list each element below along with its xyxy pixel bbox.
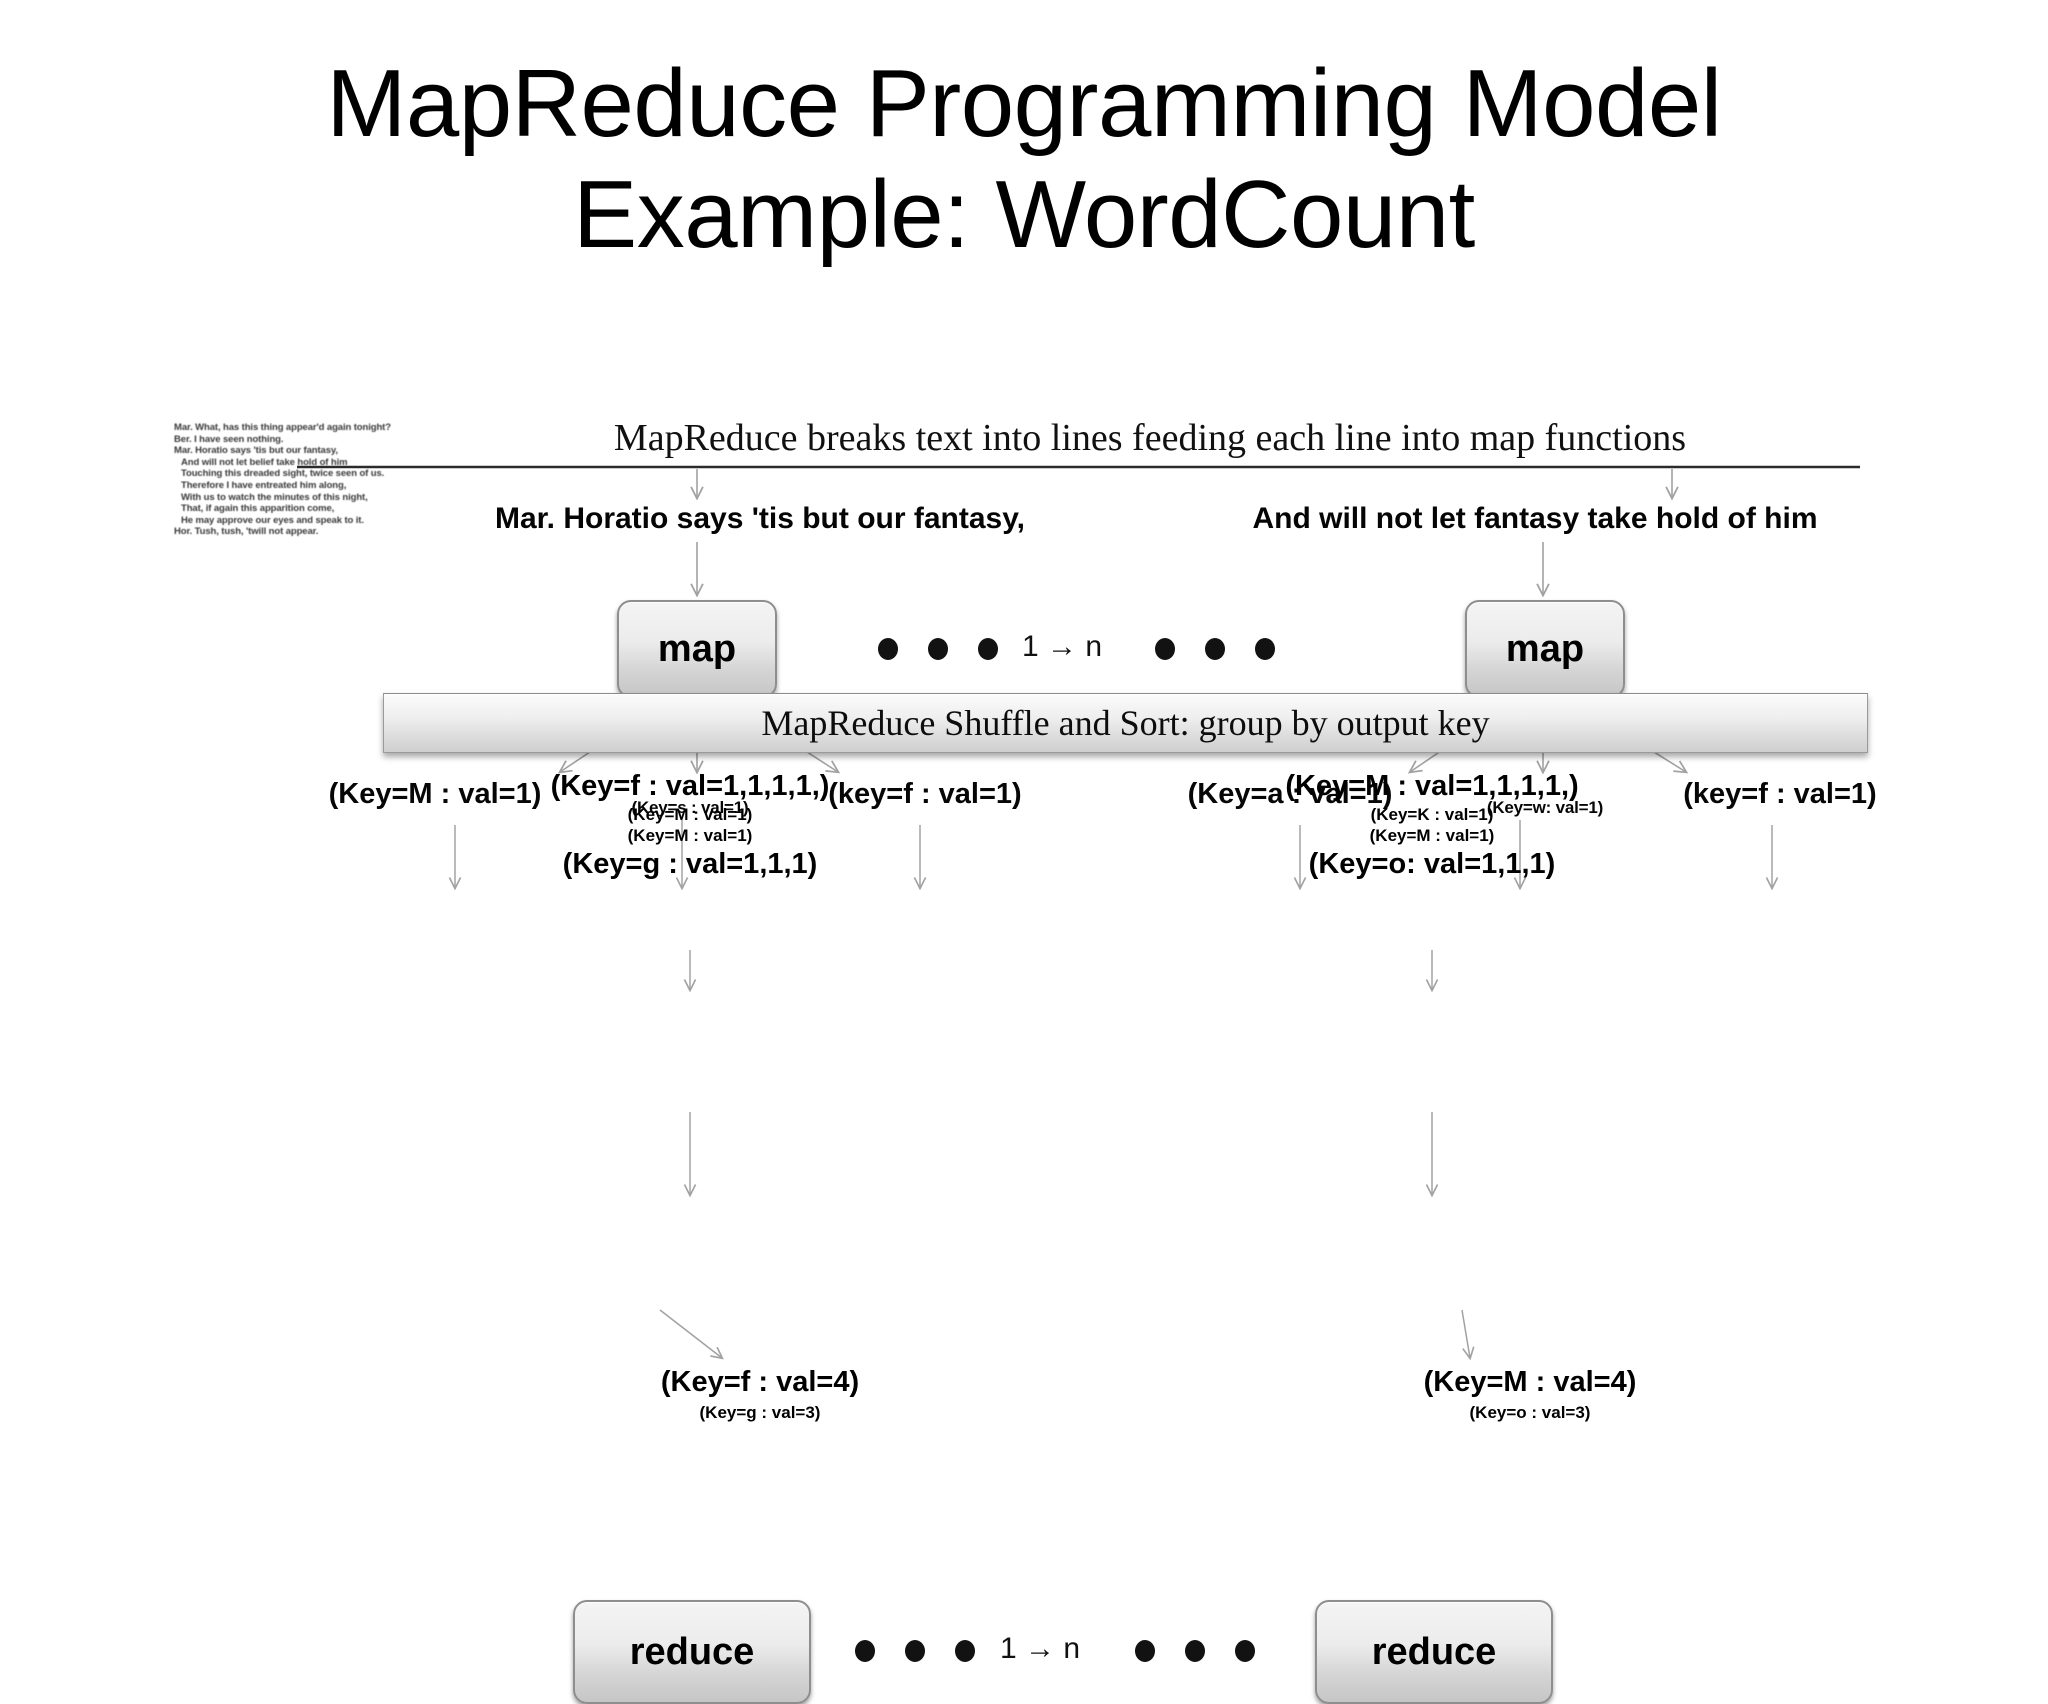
dot: [905, 1640, 925, 1662]
grouped-key-row: (Key=M : val=1): [1369, 826, 1495, 845]
dot: [878, 638, 898, 660]
grouped-key-row: (Key=f : val=1,1,1,1,): [550, 770, 830, 802]
dot: [978, 638, 998, 660]
map-output-right-middle: (Key=w: val=1): [1486, 798, 1604, 817]
map-output-left-last: (key=f : val=1): [828, 778, 1022, 810]
reduce-ellipsis-left: [855, 1640, 975, 1662]
source-text-line: With us to watch the minutes of this nig…: [181, 491, 368, 503]
map-node-left-label: map: [657, 627, 737, 670]
grouped-key-row: (Key=M : val=1): [627, 826, 753, 845]
connector-arrows: [297, 465, 1860, 1490]
source-text-line: Mar. What, has this thing appear'd again…: [174, 422, 391, 433]
grouped-keys-right: (Key=M : val=1,1,1,1,) (Key=K : val=1) (…: [1172, 768, 1692, 882]
reduce-ellipsis-right: [1135, 1640, 1255, 1662]
source-text-line: That, if again this apparition come,: [181, 503, 335, 515]
source-text-line: Hor. Tush, tush, 'twill not appear.: [174, 526, 319, 538]
map-ellipsis-left: [878, 638, 998, 660]
map-output-left-first: (Key=M : val=1): [328, 778, 542, 810]
dot: [1235, 1640, 1255, 1662]
dot: [855, 1640, 875, 1662]
final-output-right-secondary: (Key=o : val=3): [1469, 1403, 1591, 1422]
page-title: MapReduce Programming Model Example: Wor…: [0, 48, 2048, 271]
input-line-left: Mar. Horatio says 'tis but our fantasy,: [494, 502, 1026, 535]
map-node-right-label: map: [1505, 627, 1585, 670]
grouped-key-row: (Key=M : val=1,1,1,1,): [1285, 770, 1579, 802]
dot: [1255, 638, 1275, 660]
map-ellipsis-right: [1155, 638, 1275, 660]
source-text-line: Ber. I have seen nothing.: [174, 433, 284, 445]
source-text-line: And will not let belief take hold of him: [181, 456, 348, 468]
banner-heading: MapReduce breaks text into lines feeding…: [613, 417, 1687, 459]
final-output-left: (Key=f : val=4) (Key=g : val=3): [550, 1363, 970, 1425]
mapreduce-wordcount-diagram: Mar. What, has this thing appear'd again…: [0, 390, 2048, 1704]
source-text-line: Touching this dreaded sight, twice seen …: [181, 468, 385, 480]
map-node-right[interactable]: map: [1465, 600, 1625, 698]
dot: [1185, 1640, 1205, 1662]
reduce-node-right[interactable]: reduce: [1315, 1600, 1553, 1704]
final-output-left-secondary: (Key=g : val=3): [699, 1403, 821, 1422]
page-title-line-1: MapReduce Programming Model: [326, 50, 1722, 157]
dot: [1135, 1640, 1155, 1662]
input-line-right: And will not let fantasy take hold of hi…: [1252, 502, 1818, 535]
page-title-line-2: Example: WordCount: [573, 161, 1475, 269]
grouped-key-row: (Key=o: val=1,1,1): [1308, 848, 1556, 880]
final-output-right-primary: (Key=M : val=4): [1423, 1366, 1637, 1398]
grouped-key-row: (Key=M : val=1): [627, 805, 753, 824]
source-text-line: Therefore I have entreated him along,: [181, 479, 347, 491]
reduce-node-left[interactable]: reduce: [573, 1600, 811, 1704]
source-text-line: He may approve our eyes and speak to it.: [181, 514, 364, 526]
grouped-key-row: (Key=K : val=1): [1370, 805, 1494, 824]
dot: [1155, 638, 1175, 660]
map-node-left[interactable]: map: [617, 600, 777, 698]
shuffle-and-sort-bar[interactable]: MapReduce Shuffle and Sort: group by out…: [383, 693, 1868, 753]
grouped-key-row: (Key=g : val=1,1,1): [562, 848, 818, 880]
map-fan-label: 1 → n: [1022, 630, 1103, 663]
source-text-block: Mar. What, has this thing appear'd again…: [174, 422, 404, 538]
map-output-right-first: (Key=a : val=1): [1187, 778, 1393, 810]
map-output-right-last: (key=f : val=1): [1683, 778, 1877, 810]
shuffle-and-sort-label: MapReduce Shuffle and Sort: group by out…: [761, 703, 1490, 743]
reduce-node-left-label: reduce: [629, 1630, 755, 1673]
source-text-line: Mar. Horatio says 'tis but our fantasy,: [174, 445, 338, 457]
grouped-keys-left: (Key=f : val=1,1,1,1,) (Key=M : val=1) (…: [430, 768, 950, 882]
dot: [1205, 638, 1225, 660]
final-output-left-primary: (Key=f : val=4): [660, 1366, 860, 1398]
dot: [928, 638, 948, 660]
reduce-node-right-label: reduce: [1371, 1630, 1497, 1673]
dot: [955, 1640, 975, 1662]
final-output-right: (Key=M : val=4) (Key=o : val=3): [1320, 1363, 1740, 1425]
reduce-fan-label: 1 → n: [1000, 1632, 1081, 1665]
map-output-left-middle: (Key=s : val=1): [631, 798, 749, 817]
